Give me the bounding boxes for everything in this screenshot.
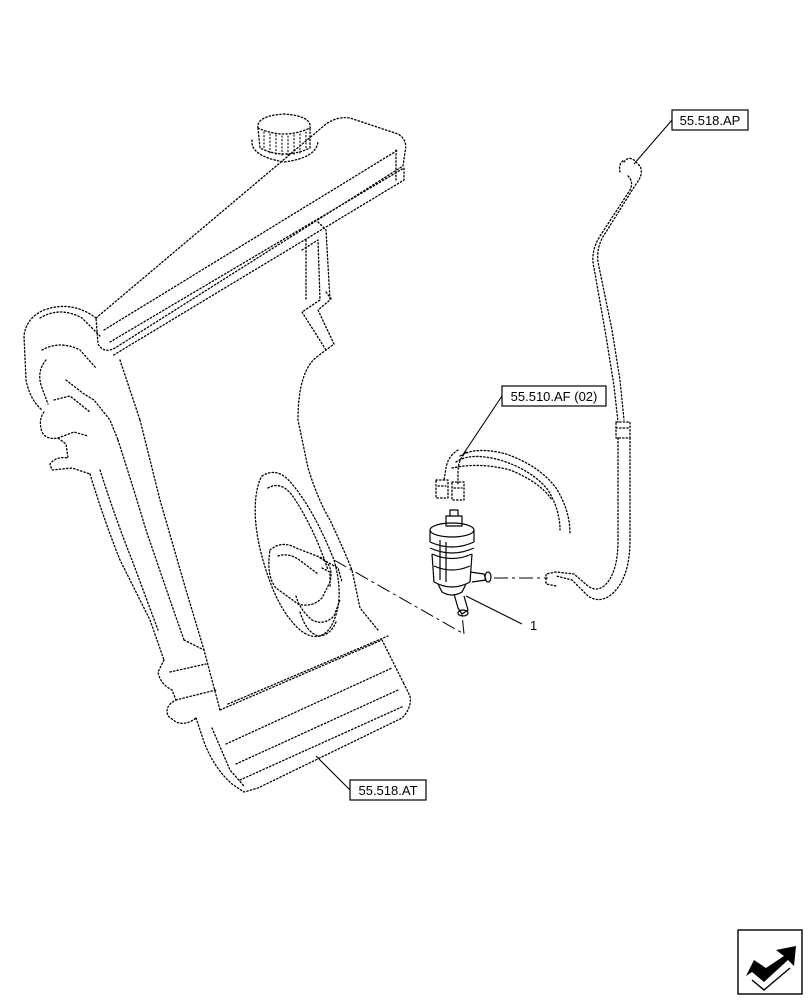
callout-55-518-ap[interactable]: 55.518.AP bbox=[633, 109, 749, 165]
callout-55-518-at[interactable]: 55.518.AT bbox=[315, 755, 427, 801]
callout-label: 55.518.AP bbox=[680, 113, 741, 128]
item-number-label: 1 bbox=[530, 618, 537, 633]
callout-label: 55.518.AT bbox=[358, 783, 417, 798]
electrical-harness bbox=[435, 449, 571, 535]
item-number-1: 1 bbox=[465, 595, 537, 633]
washer-pump bbox=[429, 509, 492, 617]
washer-hose bbox=[494, 157, 642, 601]
washer-reservoir-tank bbox=[23, 116, 411, 793]
callout-label: 55.510.AF (02) bbox=[511, 389, 598, 404]
callout-55-510-af-02[interactable]: 55.510.AF (02) bbox=[461, 385, 607, 457]
assembly-centerline-b bbox=[461, 613, 465, 635]
next-page-arrow-icon[interactable] bbox=[737, 929, 803, 995]
filler-cap bbox=[251, 113, 319, 163]
assembly-centerline-a bbox=[333, 559, 465, 635]
